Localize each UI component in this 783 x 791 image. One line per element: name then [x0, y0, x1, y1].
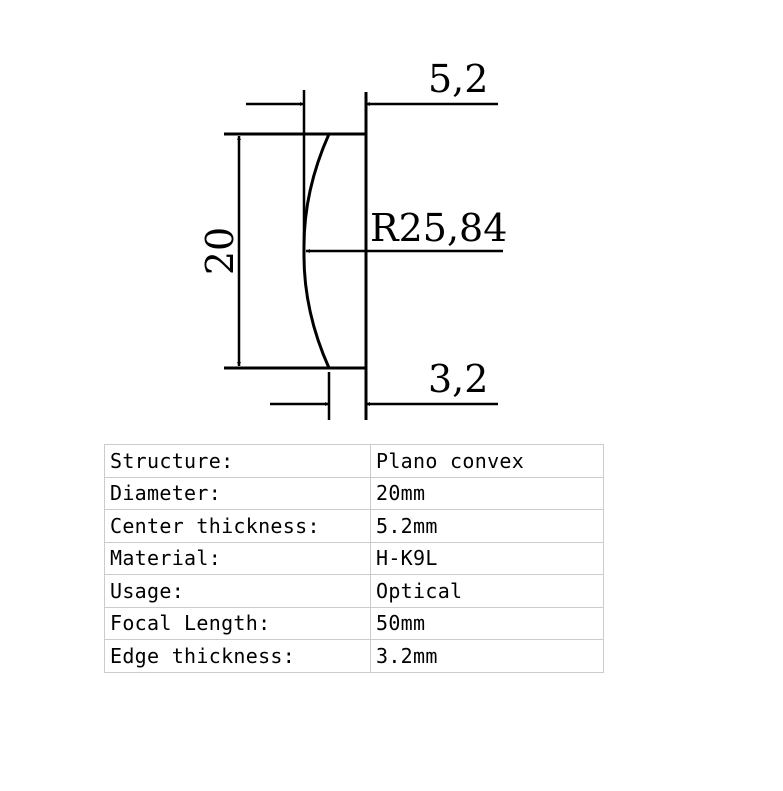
- spec-value-structure: Plano convex: [370, 444, 604, 478]
- spec-label-structure: Structure:: [104, 444, 371, 478]
- edge-thickness-label: 3,2: [428, 357, 488, 401]
- table-row: Usage: Optical: [104, 574, 604, 608]
- center-thickness-dimension: [246, 90, 498, 260]
- spec-value-edge-thickness: 3.2mm: [370, 639, 604, 673]
- spec-value-diameter: 20mm: [370, 476, 604, 510]
- spec-value-usage: Optical: [370, 574, 604, 608]
- spec-label-edge-thickness: Edge thickness:: [104, 639, 371, 673]
- spec-label-center-thickness: Center thickness:: [104, 509, 371, 543]
- edge-thickness-dimension: [270, 372, 498, 420]
- spec-value-focal-length: 50mm: [370, 606, 604, 640]
- table-row: Material: H-K9L: [104, 541, 604, 575]
- table-row: Focal Length: 50mm: [104, 606, 604, 640]
- spec-label-diameter: Diameter:: [104, 476, 371, 510]
- specs-table: Structure: Plano convex Diameter: 20mm C…: [104, 444, 604, 673]
- diameter-label: 20: [198, 227, 242, 275]
- radius-label: R25,84: [370, 206, 507, 250]
- table-row: Center thickness: 5.2mm: [104, 509, 604, 543]
- spec-label-material: Material:: [104, 541, 371, 575]
- spec-label-focal-length: Focal Length:: [104, 606, 371, 640]
- spec-value-material: H-K9L: [370, 541, 604, 575]
- center-thickness-label: 5,2: [428, 57, 488, 101]
- lens-body: [224, 92, 368, 420]
- table-row: Diameter: 20mm: [104, 476, 604, 510]
- spec-label-usage: Usage:: [104, 574, 371, 608]
- table-row: Structure: Plano convex: [104, 444, 604, 478]
- table-row: Edge thickness: 3.2mm: [104, 639, 604, 673]
- spec-value-center-thickness: 5.2mm: [370, 509, 604, 543]
- lens-drawing: 5,2 R25,84 20 3,2: [198, 57, 507, 420]
